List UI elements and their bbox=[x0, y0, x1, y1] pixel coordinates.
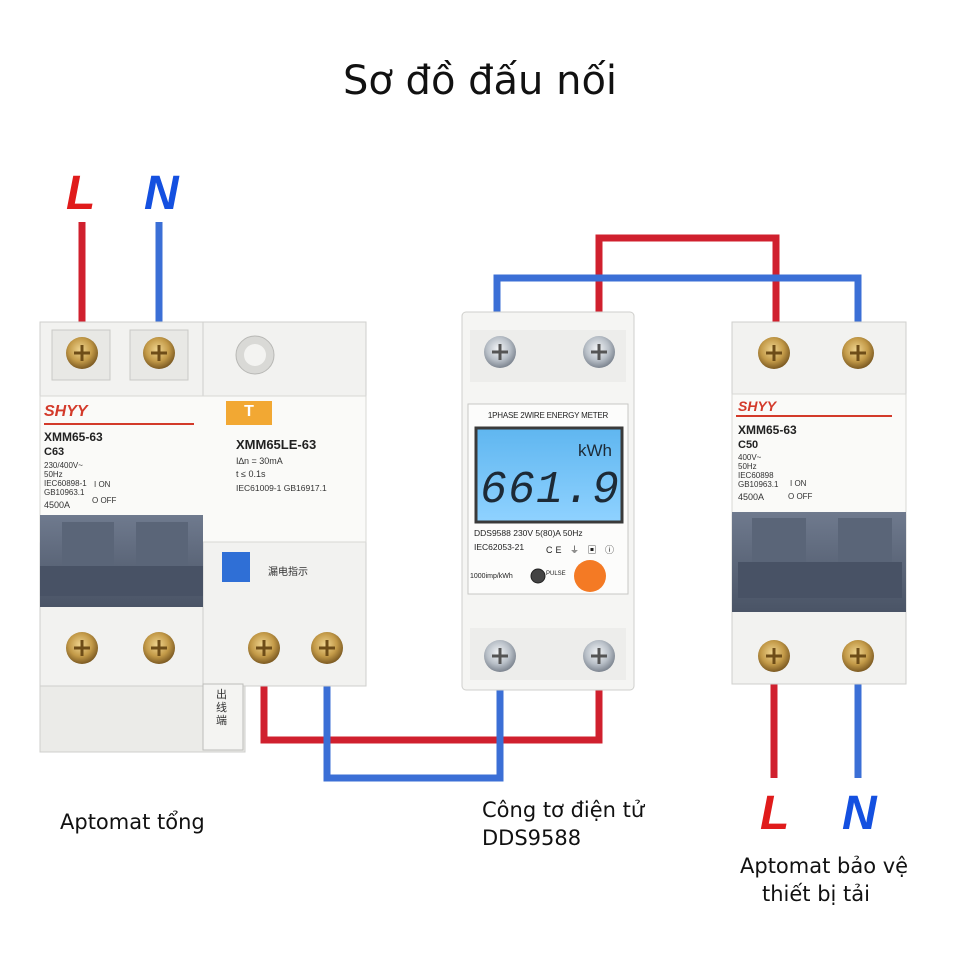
rcd-spec-1: I∆n = 30mA bbox=[236, 456, 283, 466]
load-off-label: O OFF bbox=[788, 492, 813, 501]
load-breaker-caption-line1: Aptomat bảo vệ bbox=[740, 854, 909, 878]
meter-caption-line1: Công tơ điện tử bbox=[482, 798, 645, 822]
load-rating: C50 bbox=[738, 439, 759, 451]
output-neutral-label: N bbox=[842, 787, 877, 840]
load-breaking: 4500A bbox=[738, 492, 765, 502]
main-spec-1: 230/400V~ bbox=[44, 461, 83, 470]
main-rating: C63 bbox=[44, 446, 65, 458]
main-brand: SHYY bbox=[44, 403, 88, 420]
meter-standard: IEC62053-21 bbox=[474, 542, 525, 552]
meter-unit: kWh bbox=[578, 441, 612, 460]
main-spec-2: 50Hz bbox=[44, 470, 63, 479]
load-spec-4: GB10963.1 bbox=[738, 480, 779, 489]
lcd-display bbox=[474, 426, 624, 524]
load-spec-2: 50Hz bbox=[738, 462, 757, 471]
main-breaker-caption: Aptomat tổng bbox=[60, 810, 205, 834]
meter-to-load-neutral-wire bbox=[493, 274, 862, 330]
rcd-spec-2: t ≤ 0.1s bbox=[236, 469, 266, 479]
certification-icons: CE ⏚ ▣ ⓘ bbox=[546, 545, 618, 555]
rcd-indicator-label: 漏电指示 bbox=[268, 567, 308, 578]
meter-header: 1PHASE 2WIRE ENERGY METER bbox=[487, 411, 609, 420]
load-spec-3: IEC60898 bbox=[738, 471, 774, 480]
load-brand: SHYY bbox=[738, 398, 777, 414]
rcd-model: XMM65LE-63 bbox=[236, 437, 317, 452]
main-spec-4: GB10963.1 bbox=[44, 488, 85, 497]
main-to-meter-line-wire bbox=[260, 680, 603, 744]
test-button bbox=[222, 552, 250, 582]
load-model: XMM65-63 bbox=[738, 423, 797, 437]
meter-pulse-label: PULSE bbox=[546, 571, 566, 577]
wires bbox=[78, 222, 862, 782]
meter-caption-line2: DDS9588 bbox=[482, 826, 582, 850]
load-on-label: I ON bbox=[790, 479, 807, 488]
meter-spec: DDS9588 230V 5(80)A 50Hz bbox=[474, 528, 583, 538]
rcd-badge: T bbox=[244, 403, 254, 420]
input-line-label: L bbox=[66, 167, 96, 220]
main-model: XMM65-63 bbox=[44, 430, 103, 444]
pulse-button bbox=[574, 560, 606, 592]
input-neutral-label: N bbox=[144, 167, 179, 220]
main-off-label: O OFF bbox=[92, 496, 117, 505]
load-spec-1: 400V~ bbox=[738, 453, 762, 462]
meter-imp: 1000imp/kWh bbox=[470, 573, 513, 580]
main-breaking: 4500A bbox=[44, 500, 71, 510]
outlet-tag: 出线端 bbox=[216, 688, 227, 727]
pulse-led bbox=[530, 568, 546, 584]
main-breaker bbox=[39, 321, 367, 753]
meter-reading: 661.9 bbox=[480, 465, 621, 516]
load-breaker bbox=[731, 321, 907, 685]
output-line-label: L bbox=[760, 787, 790, 840]
rcd-spec-3: IEC61009-1 GB16917.1 bbox=[236, 483, 327, 493]
main-to-meter-neutral-wire bbox=[323, 680, 504, 782]
load-breaker-caption-line2: thiết bị tải bbox=[762, 882, 870, 906]
diagram-title: Sơ đồ đấu nối bbox=[342, 58, 618, 104]
main-on-label: I ON bbox=[94, 480, 111, 489]
main-spec-3: IEC60898-1 bbox=[44, 479, 87, 488]
energy-meter bbox=[461, 311, 635, 691]
